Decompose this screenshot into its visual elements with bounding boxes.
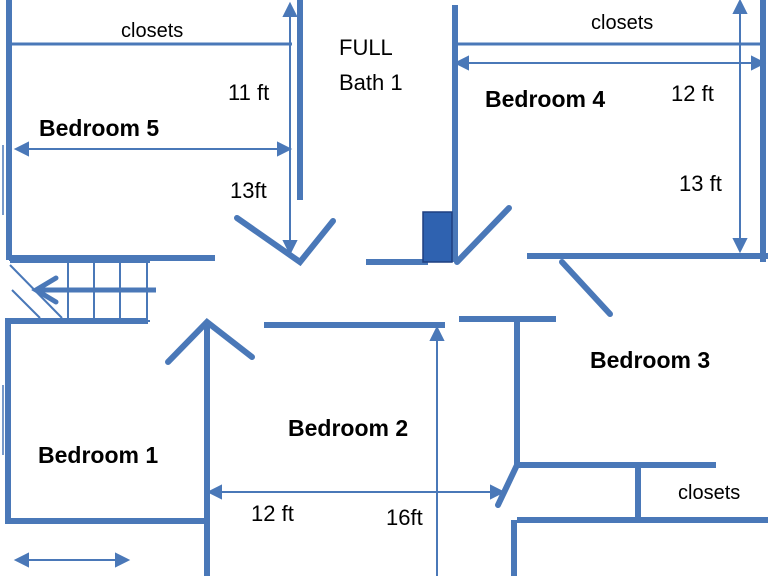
door-bath bbox=[454, 205, 512, 265]
dim-arrow bbox=[115, 552, 131, 568]
dim-label-bedroom2-width: 12 ft bbox=[251, 501, 294, 526]
room-label-bedroom4: Bedroom 4 bbox=[485, 86, 605, 112]
dim-label-bedroom4-width: 12 ft bbox=[671, 81, 714, 106]
dim-arrow bbox=[751, 55, 767, 71]
dim-arrow bbox=[277, 141, 293, 157]
dim-arrow bbox=[429, 325, 445, 341]
dimension-lines bbox=[13, 0, 767, 576]
bath-fixture bbox=[422, 211, 453, 263]
door-bedroom3 bbox=[559, 259, 613, 317]
closets-label-bedroom5: closets bbox=[121, 20, 183, 42]
dim-label-bedroom4-height: 13 ft bbox=[679, 171, 722, 196]
room-label-bedroom2: Bedroom 2 bbox=[288, 415, 408, 441]
stair-diagonal-2 bbox=[11, 289, 41, 319]
dim-arrow bbox=[13, 552, 29, 568]
dim-label-bedroom5-width: 13ft bbox=[230, 178, 267, 203]
stairs bbox=[9, 261, 156, 322]
room-label-bedroom3: Bedroom 3 bbox=[590, 347, 710, 373]
dim-label-bedroom5-height: 11 ft bbox=[228, 80, 269, 105]
dim-arrow bbox=[490, 484, 506, 500]
bath-label-line2: Bath 1 bbox=[339, 70, 403, 95]
doors bbox=[165, 205, 613, 508]
dim-arrow bbox=[13, 141, 29, 157]
dim-arrow bbox=[206, 484, 222, 500]
door-closet-bedroom2 bbox=[495, 462, 520, 508]
closets-label-bedroom3: closets bbox=[678, 482, 740, 504]
door-bedroom1 bbox=[165, 317, 255, 365]
dim-arrow bbox=[282, 240, 298, 256]
walls bbox=[5, 0, 768, 576]
dim-arrow bbox=[732, 238, 748, 254]
stair-arrow-head bbox=[31, 275, 59, 305]
labels: closets closets closets FULL Bath 1 Bedr… bbox=[38, 12, 740, 530]
room-label-bedroom1: Bedroom 1 bbox=[38, 442, 158, 468]
closets-label-bedroom4: closets bbox=[591, 12, 653, 34]
dim-arrow bbox=[732, 0, 748, 14]
dim-arrow bbox=[282, 1, 298, 17]
door-bedroom5 bbox=[234, 215, 336, 267]
room-label-bedroom5: Bedroom 5 bbox=[39, 115, 159, 141]
bath-label-line1: FULL bbox=[339, 35, 393, 60]
dim-label-bedroom2-height: 16ft bbox=[386, 505, 423, 530]
dim-arrow bbox=[453, 55, 469, 71]
